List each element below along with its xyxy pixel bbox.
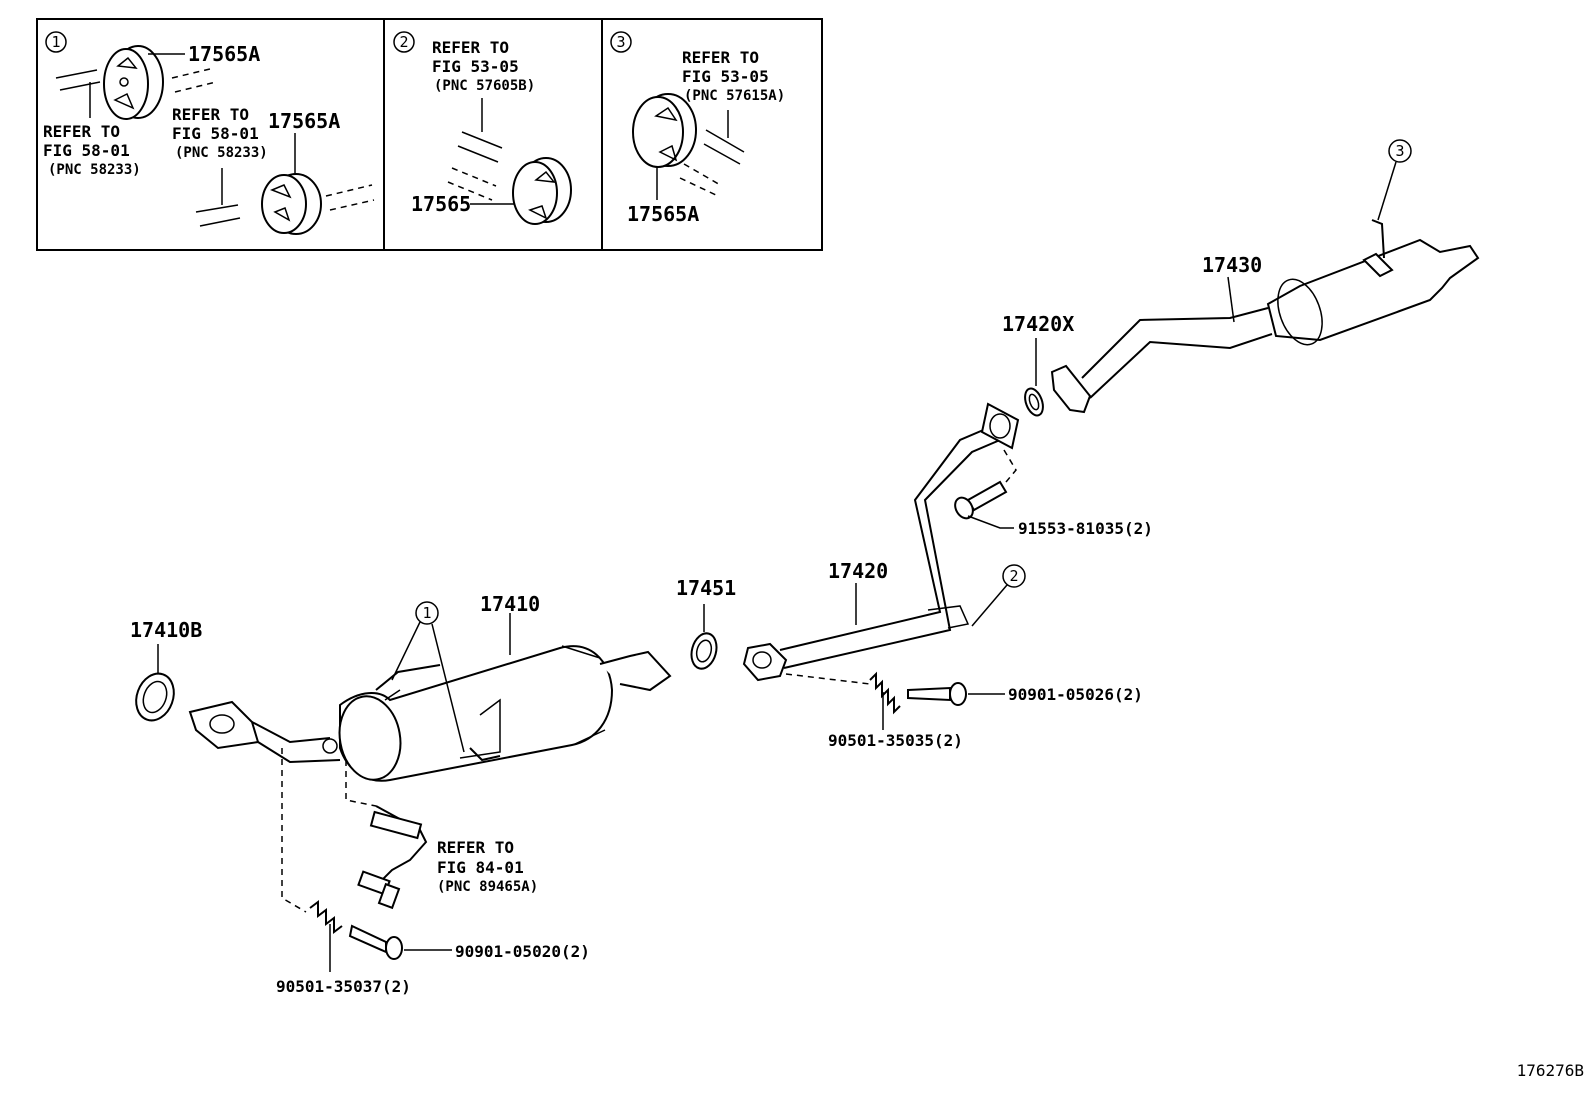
inset-box-3 (601, 18, 823, 251)
inset-3-index-circle (610, 31, 632, 53)
rod-icon (703, 129, 745, 165)
gasket-17410b-icon (135, 672, 175, 722)
bolt-90901-05026-icon (907, 682, 967, 706)
inset-3-refer-line2: FIG 53-05 (682, 67, 769, 86)
diagram-id-label: 176276B (1517, 1061, 1584, 1080)
sensor-refer-line2: FIG 84-01 (437, 858, 524, 877)
hanger-rubber-icon (632, 93, 697, 168)
inset-3-content: 3 REFER TO FIG 53-05 (PNC 57615A) 17565A (610, 31, 785, 226)
part-17430-label: 17430 (1202, 253, 1262, 277)
inset-2-callout: 17565 (411, 192, 471, 216)
inset-1-index: 1 (51, 33, 60, 51)
part-91553-81035-label: 91553-81035(2) (1018, 519, 1153, 538)
hanger-rubber-icon (512, 157, 572, 225)
inset-2-index: 2 (399, 33, 408, 51)
marker-2-label: 2 (1009, 567, 1018, 585)
inset-1-refer-b-line2: FIG 58-01 (172, 124, 259, 143)
marker-2-circle (1002, 564, 1026, 588)
sensor-refer-line1: REFER TO (437, 838, 514, 857)
inset-1-content: 1 17565A REFER TO FIG 58-01 (PNC 58233) … (43, 31, 375, 235)
oxygen-sensor-icon (345, 760, 428, 910)
inset-1-refer-b-line1: REFER TO (172, 105, 249, 124)
gasket-17451-icon (690, 632, 718, 670)
inset-2-refer-line2: FIG 53-05 (432, 57, 519, 76)
bolt-90901-05020-icon (348, 924, 403, 960)
part-17410-label: 17410 (480, 592, 540, 616)
inset-3-index: 3 (616, 33, 625, 51)
marker-3-label: 3 (1395, 142, 1404, 160)
gasket-17420x-icon (1024, 387, 1044, 417)
part-90501-35037-label: 90501-35037(2) (276, 977, 411, 996)
muffler-17430-icon (1050, 238, 1480, 414)
part-90901-05020-label: 90901-05020(2) (455, 942, 590, 961)
part-90901-05026-label: 90901-05026(2) (1008, 685, 1143, 704)
rod-icon (457, 131, 503, 163)
inset-1-refer-a-line2: FIG 58-01 (43, 141, 130, 160)
marker-3-circle (1388, 139, 1412, 163)
inset-1-refer-a-line3: (PNC 58233) (48, 162, 141, 178)
part-17410b-label: 17410B (130, 618, 202, 642)
inset-2-index-circle (393, 31, 415, 53)
inset-2-refer-line3: (PNC 57605B) (434, 78, 535, 94)
inset-1-callout-top: 17565A (188, 42, 260, 66)
marker-1-label: 1 (422, 604, 431, 622)
inset-1-index-circle (45, 31, 67, 53)
inset-2-content: 2 REFER TO FIG 53-05 (PNC 57605B) 17565 (393, 31, 572, 225)
spring-90501-35035-icon (869, 671, 901, 715)
inset-1-refer-a-line1: REFER TO (43, 122, 120, 141)
bolt-91553-81035-icon (954, 480, 1008, 520)
rod-icon (55, 69, 101, 91)
part-17451-label: 17451 (676, 576, 736, 600)
part-17420x-label: 17420X (1002, 312, 1074, 336)
part-90501-35035-label: 90501-35035(2) (828, 731, 963, 750)
inset-1-refer-b-line3: (PNC 58233) (175, 145, 268, 161)
inset-2-refer-line1: REFER TO (432, 38, 509, 57)
spring-90501-35037-icon (309, 900, 343, 934)
rod-icon (195, 204, 241, 227)
inset-1-callout-bottom: 17565A (268, 109, 340, 133)
part-17420-label: 17420 (828, 559, 888, 583)
catalytic-converter-17410-icon (188, 645, 672, 782)
marker-1-circle (415, 601, 439, 625)
inset-3-refer-line3: (PNC 57615A) (684, 88, 785, 104)
inset-panel (36, 18, 823, 251)
center-pipe-17420-icon (742, 402, 1020, 682)
hanger-rubber-icon (103, 45, 164, 120)
hanger-rubber-icon (261, 173, 322, 235)
inset-3-callout: 17565A (627, 202, 699, 226)
sensor-refer-line3: (PNC 89465A) (437, 879, 538, 895)
inset-3-refer-line1: REFER TO (682, 48, 759, 67)
